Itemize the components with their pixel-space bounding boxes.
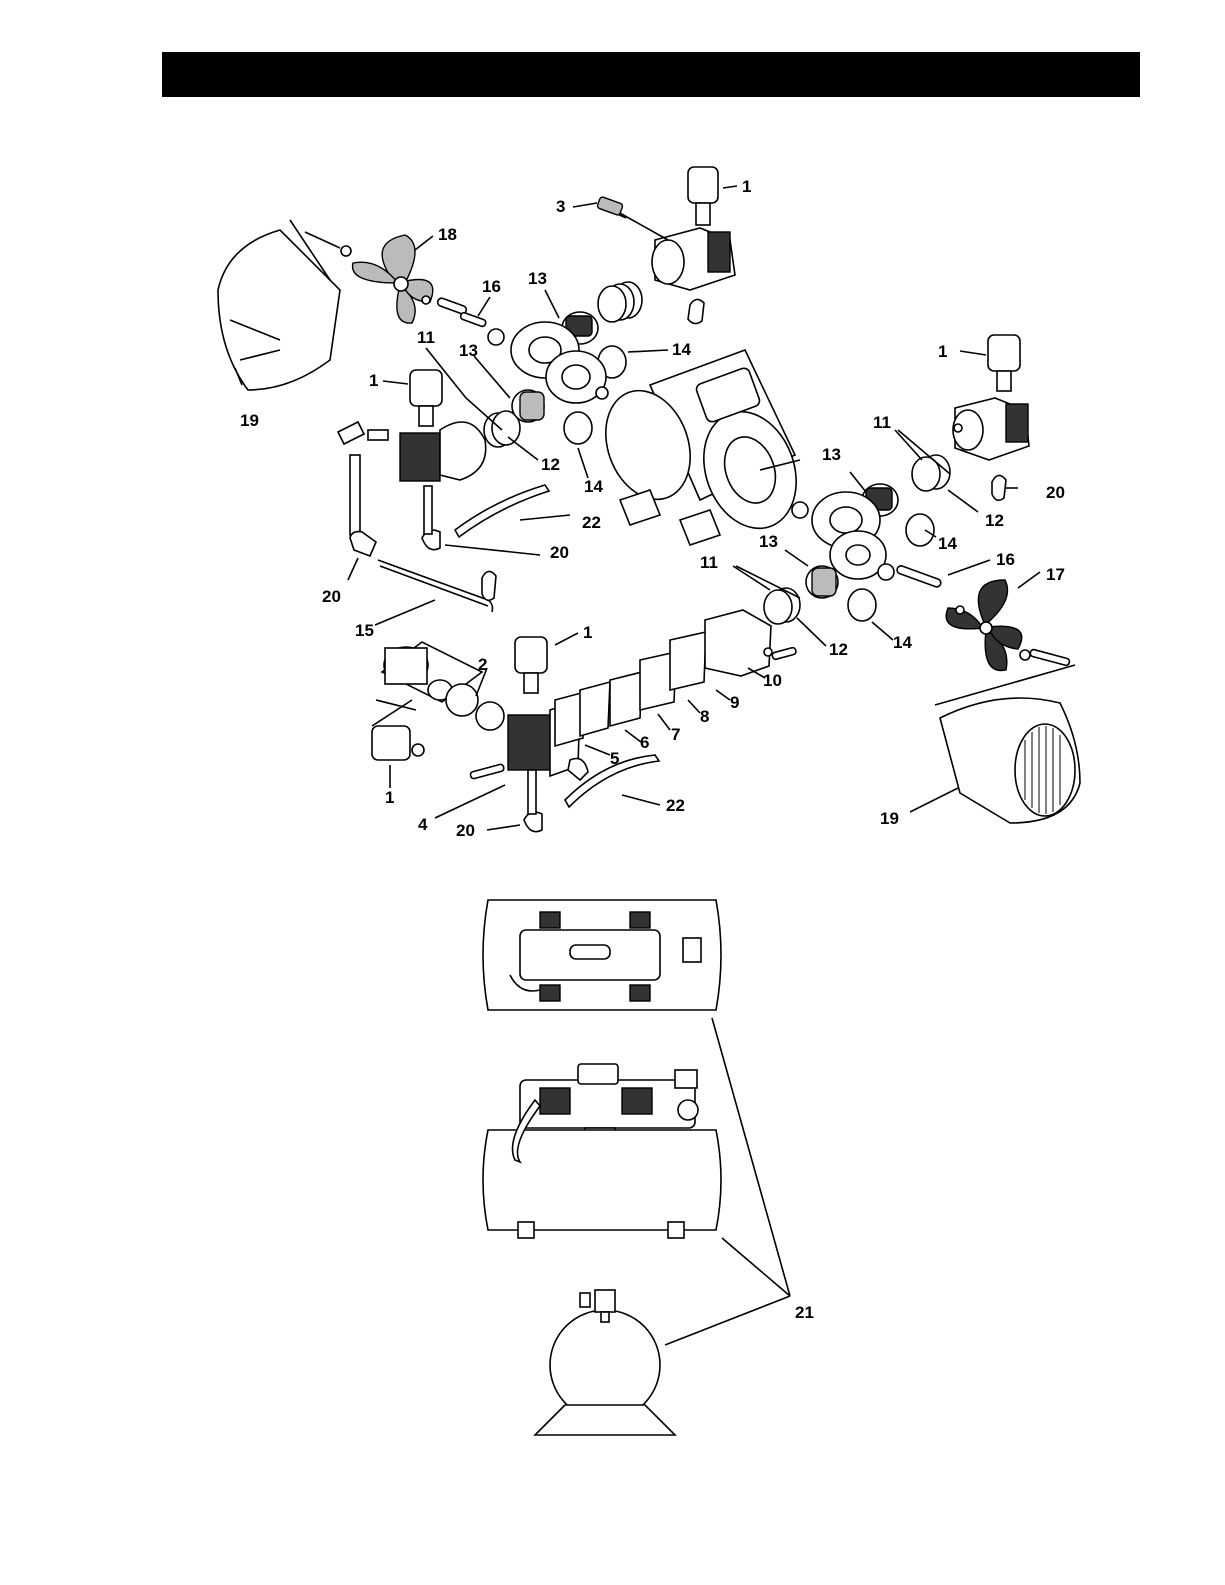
callout-18: 18	[438, 225, 457, 244]
callout-19-left: 19	[240, 411, 259, 430]
callout-13-right: 13	[822, 445, 841, 464]
upper-fan-shroud	[218, 220, 487, 390]
motor	[591, 350, 812, 545]
callout-11-right: 11	[873, 413, 891, 432]
callout-15: 15	[355, 621, 374, 640]
tank-front-view	[483, 1064, 721, 1238]
callout-1-left: 1	[369, 371, 378, 390]
callout-16-top: 16	[482, 277, 501, 296]
callout-20-bottom: 20	[456, 821, 475, 840]
callout-13-left: 13	[459, 341, 478, 360]
callout-19-right: 19	[880, 809, 899, 828]
callout-20-far-left: 20	[322, 587, 341, 606]
callout-11-left: 11	[417, 328, 435, 347]
callout-14-left: 14	[584, 477, 603, 496]
callout-1-lower: 1	[583, 623, 592, 642]
callout-1-bottom: 1	[385, 788, 394, 807]
callout-11-lower: 11	[700, 553, 718, 572]
callout-3: 3	[556, 197, 565, 216]
callout-1-right: 1	[938, 342, 947, 361]
callout-1-top: 1	[742, 177, 751, 196]
callout-2: 2	[478, 655, 487, 674]
callout-20-right: 20	[1046, 483, 1065, 502]
tank-vertical-view	[535, 1290, 675, 1435]
callout-14-top: 14	[672, 340, 691, 359]
callout-10: 10	[763, 671, 782, 690]
callout-21: 21	[795, 1303, 814, 1322]
callout-13-lower: 13	[759, 532, 778, 551]
callout-12-left: 12	[541, 455, 560, 474]
callout-12-right: 12	[985, 511, 1004, 530]
callout-9: 9	[730, 693, 739, 712]
callout-17: 17	[1046, 565, 1065, 584]
callout-6: 6	[640, 733, 649, 752]
tank-top-view	[483, 900, 721, 1010]
callout-5: 5	[610, 749, 619, 768]
right-fan-shroud	[935, 580, 1080, 823]
callout-8: 8	[700, 707, 709, 726]
callout-20-left: 20	[550, 543, 569, 562]
callout-14-right: 14	[938, 534, 957, 553]
callout-22-bottom: 22	[666, 796, 685, 815]
callout-16-right: 16	[996, 550, 1015, 569]
callout-22-top: 22	[582, 513, 601, 532]
callout-4: 4	[418, 815, 428, 834]
callout-12-lower: 12	[829, 640, 848, 659]
right-head-assembly	[764, 335, 1029, 624]
callout-14-lower: 14	[893, 633, 912, 652]
callout-13-top: 13	[528, 269, 547, 288]
callout-7: 7	[671, 725, 680, 744]
